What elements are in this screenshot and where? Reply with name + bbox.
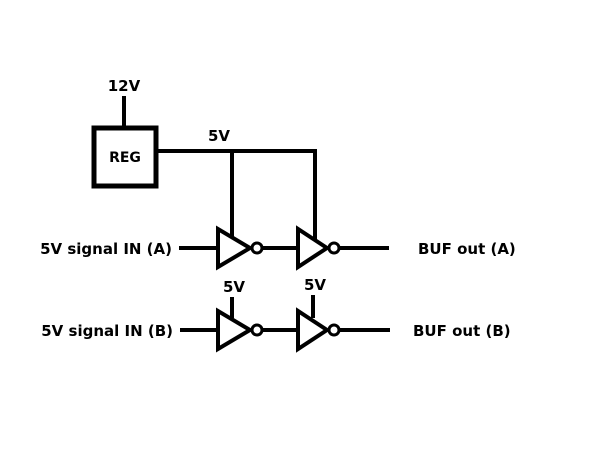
inverter-b1-bubble bbox=[250, 323, 264, 337]
gate-b1-supply-label: 5V bbox=[223, 278, 245, 296]
inverter-a1 bbox=[216, 225, 254, 271]
output-b-label: BUF out (B) bbox=[413, 322, 511, 340]
input-a-label: 5V signal IN (A) bbox=[40, 240, 172, 258]
regulator-box bbox=[91, 125, 159, 189]
inverter-b2 bbox=[296, 307, 331, 353]
inverter-a2-bubble bbox=[327, 241, 341, 255]
rail-5v-wire bbox=[156, 149, 317, 240]
gate-b2-supply-label: 5V bbox=[304, 276, 326, 294]
inverter-b2-bubble bbox=[327, 323, 341, 337]
supply-12v-label: 12V bbox=[108, 77, 141, 95]
inverter-a1-bubble bbox=[250, 241, 264, 255]
inverter-a2 bbox=[296, 225, 331, 271]
output-a-label: BUF out (A) bbox=[418, 240, 516, 258]
inverter-b1 bbox=[216, 307, 254, 353]
input-b-label: 5V signal IN (B) bbox=[41, 322, 173, 340]
regulator-label: REG bbox=[109, 150, 141, 166]
rail-5v-label: 5V bbox=[208, 127, 230, 145]
